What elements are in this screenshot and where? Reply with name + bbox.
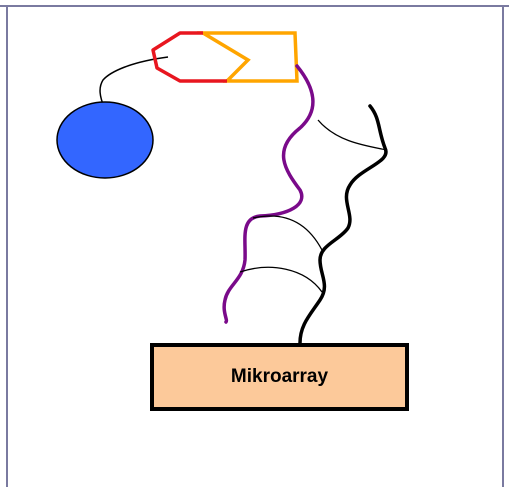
bond-line-2 [253,216,322,250]
microarray-label: Mikroarray [152,345,407,409]
bond-line-1 [318,120,387,150]
orange-group [203,33,297,81]
blue-node [57,102,153,178]
black-strand [300,106,386,343]
purple-strand [224,66,313,322]
bond-line-3 [240,267,322,292]
